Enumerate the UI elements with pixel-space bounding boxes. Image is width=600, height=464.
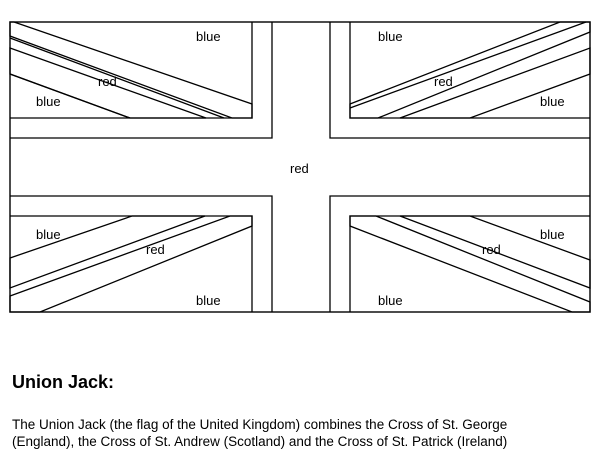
saltire-top-right [349,21,591,119]
label-red-top-left: red [98,74,117,89]
label-blue-bottom-right-upper: blue [540,227,565,242]
label-red-centre: red [290,161,309,176]
caption-description: The Union Jack (the flag of the United K… [12,416,592,450]
label-red-top-right: red [434,74,453,89]
label-blue-bottom-right-lower: blue [378,293,403,308]
label-blue-top-left-lower: blue [36,94,61,109]
caption-title: Union Jack: [12,372,115,392]
label-blue-top-left-upper: blue [196,29,221,44]
caption-line-2: (England), the Cross of St. Andrew (Scot… [12,434,508,449]
label-blue-bottom-left-lower: blue [196,293,221,308]
label-blue-top-right-upper: blue [378,29,403,44]
label-blue-bottom-left-upper: blue [36,227,61,242]
saltire-bottom-left [9,215,253,313]
saltire-bottom-right [349,215,591,313]
colour-labels: blue blue red red blue blue red blue blu… [36,29,565,308]
flag-border [9,21,591,313]
label-blue-top-right-lower: blue [540,94,565,109]
caption-line-1: The Union Jack (the flag of the United K… [12,417,508,432]
label-red-bottom-left: red [146,242,165,257]
label-red-bottom-right: red [482,242,501,257]
cross-st-george-outline [10,22,590,312]
saltire-top-left [9,21,253,119]
union-jack-outline: blue blue red red blue blue red blue blu… [9,21,591,313]
